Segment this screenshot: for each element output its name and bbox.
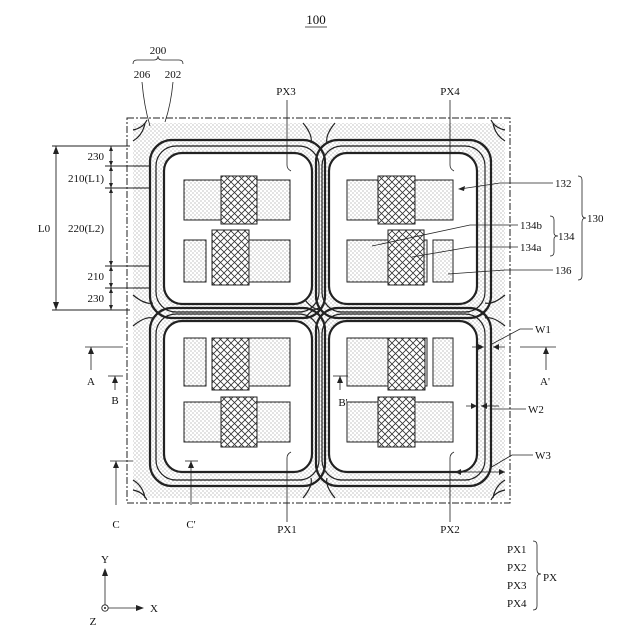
label-w1: W1 xyxy=(535,324,551,336)
label-134: 134 xyxy=(558,231,575,243)
legend-px2: PX2 xyxy=(507,562,527,574)
label-200: 200 xyxy=(150,45,167,57)
bank-reference-200: 200 206 202 xyxy=(133,45,183,126)
label-w3: W3 xyxy=(535,450,551,462)
label-220-l2: 220(L2) xyxy=(68,223,104,235)
label-c-prime: C' xyxy=(186,519,195,531)
label-230-bottom: 230 xyxy=(88,293,105,305)
label-202: 202 xyxy=(165,69,182,81)
label-b: B xyxy=(111,395,118,407)
axis-y-label: Y xyxy=(101,554,109,566)
label-130: 130 xyxy=(587,213,604,225)
label-px3: PX3 xyxy=(276,86,296,98)
label-px1: PX1 xyxy=(277,524,297,536)
label-210-bottom: 210 xyxy=(88,271,105,283)
label-a-prime: A' xyxy=(540,376,550,388)
axis-x-label: X xyxy=(150,603,158,615)
coordinate-axes: Y X Z xyxy=(90,554,158,628)
legend-px-group: PX xyxy=(543,572,557,584)
label-w2: W2 xyxy=(528,404,544,416)
label-134a: 134a xyxy=(520,242,542,254)
label-px4: PX4 xyxy=(440,86,460,98)
label-px2: PX2 xyxy=(440,524,460,536)
legend-px3: PX3 xyxy=(507,580,527,592)
label-a: A xyxy=(87,376,95,388)
label-134b: 134b xyxy=(520,220,543,232)
px-legend: PX1 PX2 PX3 PX4 PX xyxy=(507,541,557,610)
label-c: C xyxy=(112,519,119,531)
label-210-l1: 210(L1) xyxy=(68,173,104,185)
label-206: 206 xyxy=(134,69,151,81)
axis-z-label: Z xyxy=(90,616,97,628)
label-132: 132 xyxy=(555,178,572,190)
label-b-prime: B' xyxy=(338,397,347,409)
legend-px4: PX4 xyxy=(507,598,527,610)
label-136: 136 xyxy=(555,265,572,277)
figure-title: 100 xyxy=(306,12,326,27)
label-230-top: 230 xyxy=(88,151,105,163)
legend-px1: PX1 xyxy=(507,544,527,556)
label-l0: L0 xyxy=(38,223,51,235)
